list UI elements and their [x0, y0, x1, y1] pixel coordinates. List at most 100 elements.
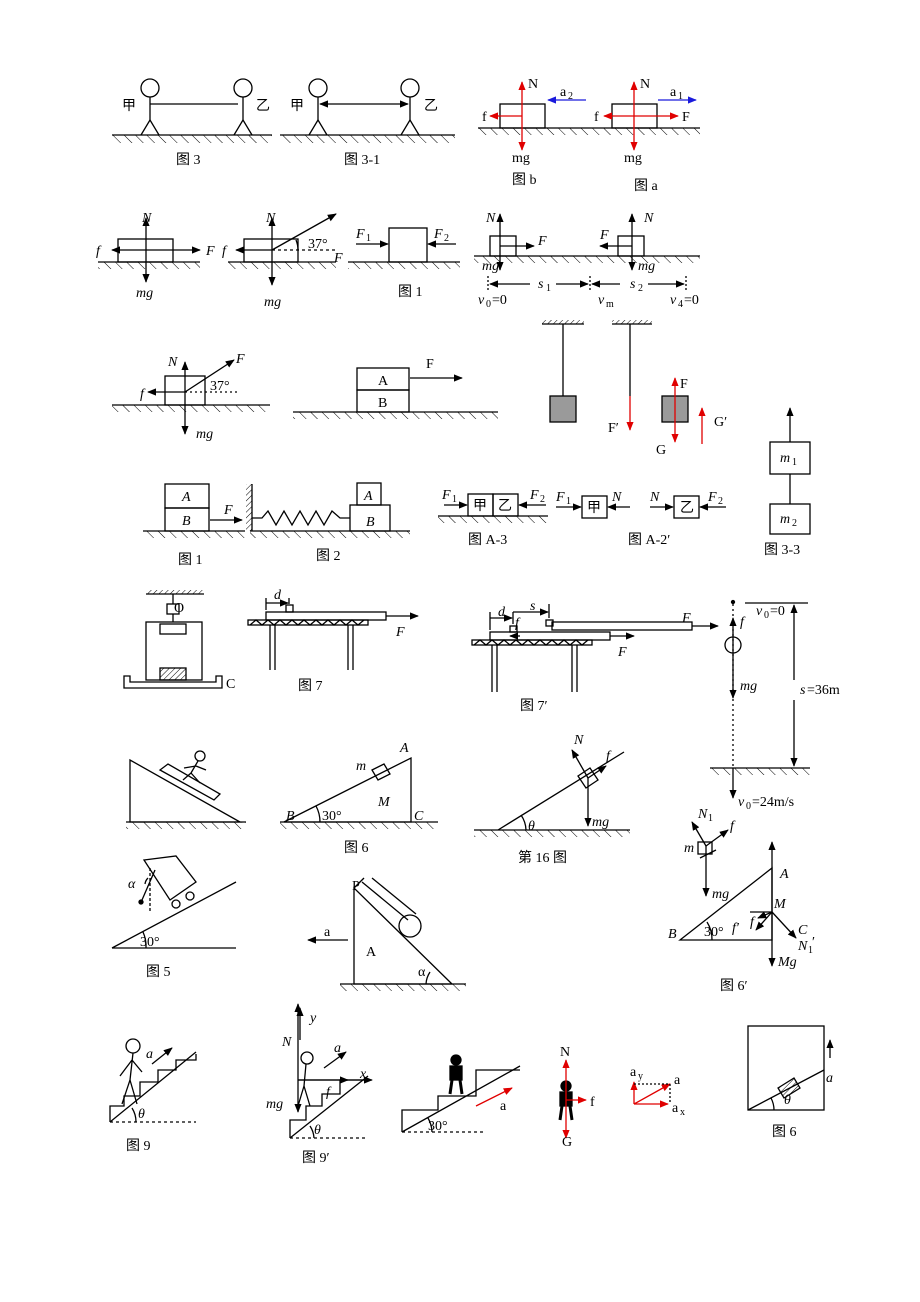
label-v: v [756, 604, 763, 619]
label-G: G [656, 443, 666, 458]
caption-fig-a3: 图 A-3 [468, 533, 507, 548]
label-sub: 1 [566, 496, 571, 507]
label-m: m [780, 451, 790, 466]
label-v: v [598, 293, 605, 308]
figure-5-cart-with-pendulum [111, 855, 237, 949]
label-mg: mg [712, 887, 729, 902]
label-f: f [222, 244, 228, 259]
label-A: A [779, 867, 789, 882]
figure-9-person-on-escalator [109, 1038, 197, 1123]
label-v: v [670, 293, 677, 308]
figure-6-box-with-incline [747, 1025, 834, 1111]
label-A: A [378, 374, 389, 389]
caption-fig9: 图 9 [126, 1139, 151, 1154]
label-A: A [399, 741, 409, 756]
label-a: a [670, 85, 677, 100]
labels: 图 3 甲 乙 图 3-1 甲 乙 N f mg a 2 图 b N f F m… [96, 77, 840, 1166]
label-C: C [226, 677, 235, 692]
label-F: F [599, 228, 609, 243]
label-F: F [441, 488, 451, 503]
label-m: m [684, 841, 694, 856]
figure-3-3-connected-masses [769, 407, 811, 535]
label-m: m [356, 759, 366, 774]
caption-fig6: 图 6 [772, 1125, 797, 1140]
label-sub: 2 [792, 518, 797, 529]
label-G: G [562, 1135, 572, 1150]
label-O: O [174, 601, 184, 616]
row2-motion-segments [474, 213, 700, 290]
label-N: N [560, 1045, 570, 1060]
label-jia: 甲 [290, 99, 304, 114]
label-jia: 甲 [122, 99, 136, 114]
label-d: d [498, 605, 506, 620]
label-F: F [617, 645, 627, 660]
label-sub: m [606, 299, 614, 310]
figure-b-free-body [478, 81, 590, 151]
label-f: f [140, 387, 146, 402]
label-F: F [681, 611, 691, 626]
label-f: f [594, 110, 599, 125]
label-sub: 0 [486, 299, 491, 310]
label-f: f [730, 819, 736, 834]
label-yi: 乙 [424, 98, 438, 114]
caption-fig9-prime: 图 9′ [302, 1151, 330, 1166]
label-sub: 2 [638, 283, 643, 294]
label-Mg: Mg [777, 955, 797, 970]
label-A: A [181, 490, 191, 505]
label-N: N [265, 211, 276, 226]
label-sub: 1 [546, 283, 551, 294]
falling-object-diagram [710, 599, 810, 799]
caption-fig-a: 图 a [634, 179, 658, 194]
label-a: a [334, 1041, 341, 1056]
label-N: N [281, 1035, 292, 1050]
label-A: A [366, 945, 377, 960]
label-y: y [308, 1011, 317, 1026]
label-mg: mg [624, 151, 642, 166]
label-f: f [590, 1095, 595, 1110]
label-angle: 37° [308, 237, 328, 252]
label-mg: mg [512, 151, 530, 166]
label-f: f [96, 244, 102, 259]
label-P: P [352, 879, 360, 894]
label-f: f [326, 1085, 332, 1100]
figure-3-1-tug-of-war [280, 78, 455, 143]
label-a: a [146, 1047, 153, 1062]
label-B: B [182, 514, 191, 529]
label-sub: x [680, 1107, 685, 1118]
caption-fig3-3: 图 3-3 [764, 543, 800, 558]
label-N: N [141, 211, 152, 226]
label-a: a [324, 925, 331, 940]
figure-6-wedge [280, 756, 438, 829]
person-free-body [558, 1059, 587, 1139]
label-B: B [668, 927, 677, 942]
label-jia: 甲 [587, 501, 601, 516]
label-angle: 30° [140, 935, 160, 950]
label-sub: y [638, 1071, 643, 1082]
label-angle: 30° [704, 925, 724, 940]
label-F: F [537, 234, 547, 249]
label-N: N [697, 807, 708, 822]
label-sub: 1 [708, 813, 713, 824]
label-f-prime: f′ [732, 921, 740, 936]
label-s: s [630, 277, 636, 292]
caption-fig16: 第 16 图 [518, 849, 567, 866]
label-theta: θ [314, 1123, 321, 1138]
label-F: F [680, 377, 688, 392]
label-F: F [205, 244, 215, 259]
figure-a-free-body [590, 81, 700, 151]
caption-fig7-prime: 图 7′ [520, 699, 548, 714]
label-angle: 37° [210, 379, 230, 394]
label-G-prime: G′ [714, 415, 727, 430]
label-B: B [286, 809, 295, 824]
label-x: x [359, 1067, 367, 1082]
label-F: F [355, 227, 365, 242]
label-mg: mg [264, 295, 281, 310]
label-sub: 0 [746, 801, 751, 812]
label-M: M [377, 795, 391, 810]
label-sub: 1 [452, 494, 457, 505]
label-sub: 1 [808, 945, 813, 956]
figure-1-stacked-blocks [143, 483, 245, 538]
label-mg: mg [196, 427, 213, 442]
figure-2-spring-blocks [246, 482, 410, 538]
label-F: F [555, 490, 565, 505]
